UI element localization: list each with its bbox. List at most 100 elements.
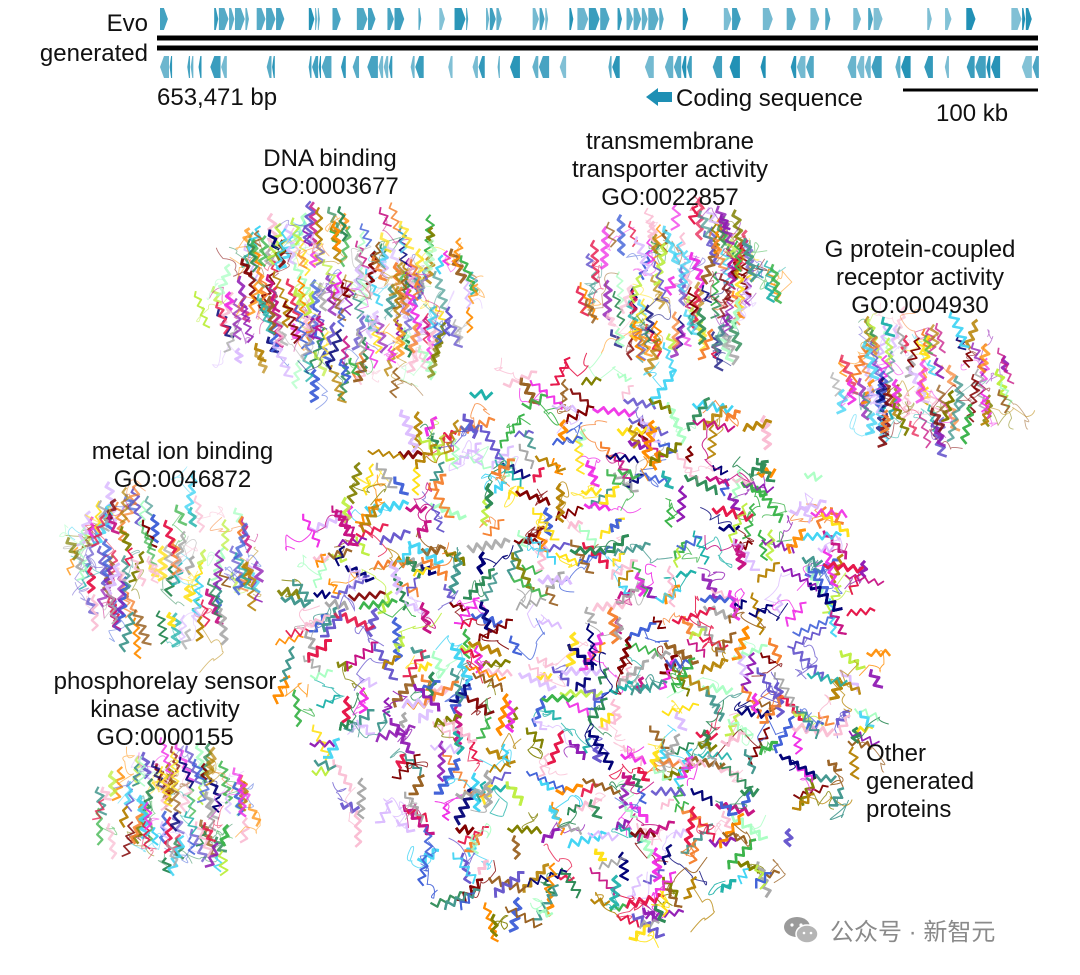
protein-coil — [235, 296, 255, 316]
protein-helix — [728, 502, 748, 543]
protein-helix — [508, 896, 523, 933]
protein-coil — [519, 388, 548, 407]
protein-helix — [733, 240, 742, 273]
protein-helix — [617, 635, 632, 675]
protein-helix — [532, 716, 548, 731]
protein-coil — [353, 658, 386, 691]
protein-coil — [382, 323, 404, 346]
protein-helix — [999, 381, 1013, 409]
protein-coil — [436, 657, 460, 680]
protein-coil — [461, 440, 480, 461]
protein-helix — [193, 495, 205, 534]
protein-coil — [345, 692, 361, 726]
protein-helix — [628, 311, 643, 340]
protein-coil — [583, 262, 603, 296]
protein-helix — [339, 801, 361, 814]
protein-coil — [164, 829, 200, 853]
protein-helix — [742, 481, 775, 494]
protein-helix — [477, 618, 513, 644]
protein-helix — [391, 616, 403, 662]
protein-helix — [446, 319, 464, 349]
protein-helix — [545, 586, 559, 607]
protein-helix — [750, 459, 769, 477]
protein-coil — [670, 242, 690, 295]
protein-helix — [121, 554, 132, 593]
protein-helix — [806, 671, 848, 687]
protein-helix — [296, 249, 308, 269]
protein-coil — [702, 399, 739, 427]
protein-coil — [577, 455, 601, 475]
protein-helix — [202, 822, 217, 843]
protein-helix — [274, 228, 288, 271]
protein-coil — [855, 716, 889, 739]
protein-coil — [338, 284, 371, 307]
wechat-icon — [784, 916, 819, 944]
protein-helix — [473, 644, 484, 674]
protein-helix — [868, 387, 886, 416]
protein-helix — [666, 401, 687, 445]
protein-coil — [530, 898, 549, 914]
protein-helix — [282, 300, 302, 345]
protein-helix — [637, 766, 650, 782]
protein-coil — [768, 858, 786, 884]
protein-coil — [757, 603, 789, 621]
gene-arrow — [644, 56, 654, 78]
protein-helix — [220, 519, 230, 552]
protein-helix — [672, 828, 689, 839]
protein-coil — [526, 604, 553, 629]
gene-arrow — [641, 8, 648, 30]
protein-helix — [619, 284, 634, 315]
protein-helix — [712, 465, 729, 476]
protein-coil — [178, 612, 198, 635]
protein-coil — [328, 279, 347, 306]
protein-helix — [240, 258, 253, 277]
protein-helix — [527, 664, 553, 683]
protein-coil — [108, 615, 126, 643]
protein-helix — [741, 237, 758, 283]
gene-arrow — [160, 56, 169, 78]
gene-arrow — [234, 8, 245, 30]
protein-coil — [394, 379, 424, 396]
protein-coil — [866, 308, 877, 340]
protein-helix — [449, 642, 473, 686]
protein-coil — [456, 320, 471, 344]
protein-helix — [607, 606, 621, 645]
protein-coil — [607, 721, 626, 741]
protein-helix — [250, 571, 261, 594]
protein-helix — [391, 753, 421, 780]
protein-coil — [224, 566, 241, 584]
protein-coil — [913, 408, 935, 424]
protein-helix — [627, 424, 641, 449]
protein-coil — [799, 772, 816, 794]
protein-coil — [215, 247, 250, 277]
protein-helix — [146, 555, 159, 584]
protein-helix — [629, 801, 649, 823]
protein-helix — [617, 468, 641, 480]
protein-coil — [697, 738, 711, 747]
gene-arrow — [266, 56, 272, 78]
gene-arrow — [612, 56, 620, 78]
protein-helix — [715, 205, 735, 246]
protein-coil — [504, 485, 517, 508]
protein-coil — [696, 824, 715, 835]
protein-helix — [839, 650, 866, 671]
cluster-title-line: DNA binding — [263, 145, 397, 172]
protein-coil — [535, 400, 560, 426]
protein-helix — [395, 819, 416, 833]
protein-helix — [580, 487, 603, 497]
protein-coil — [539, 723, 575, 747]
protein-helix — [314, 315, 325, 333]
protein-helix — [666, 565, 676, 608]
protein-helix — [233, 552, 254, 591]
protein-helix — [610, 698, 622, 724]
protein-coil — [587, 272, 619, 312]
protein-helix — [585, 252, 594, 269]
protein-coil — [701, 423, 720, 470]
protein-helix — [550, 356, 571, 386]
protein-coil — [570, 484, 599, 499]
protein-helix — [792, 616, 834, 637]
protein-coil — [839, 659, 859, 688]
protein-helix — [489, 763, 512, 773]
protein-coil — [470, 788, 493, 813]
protein-helix — [727, 590, 741, 621]
